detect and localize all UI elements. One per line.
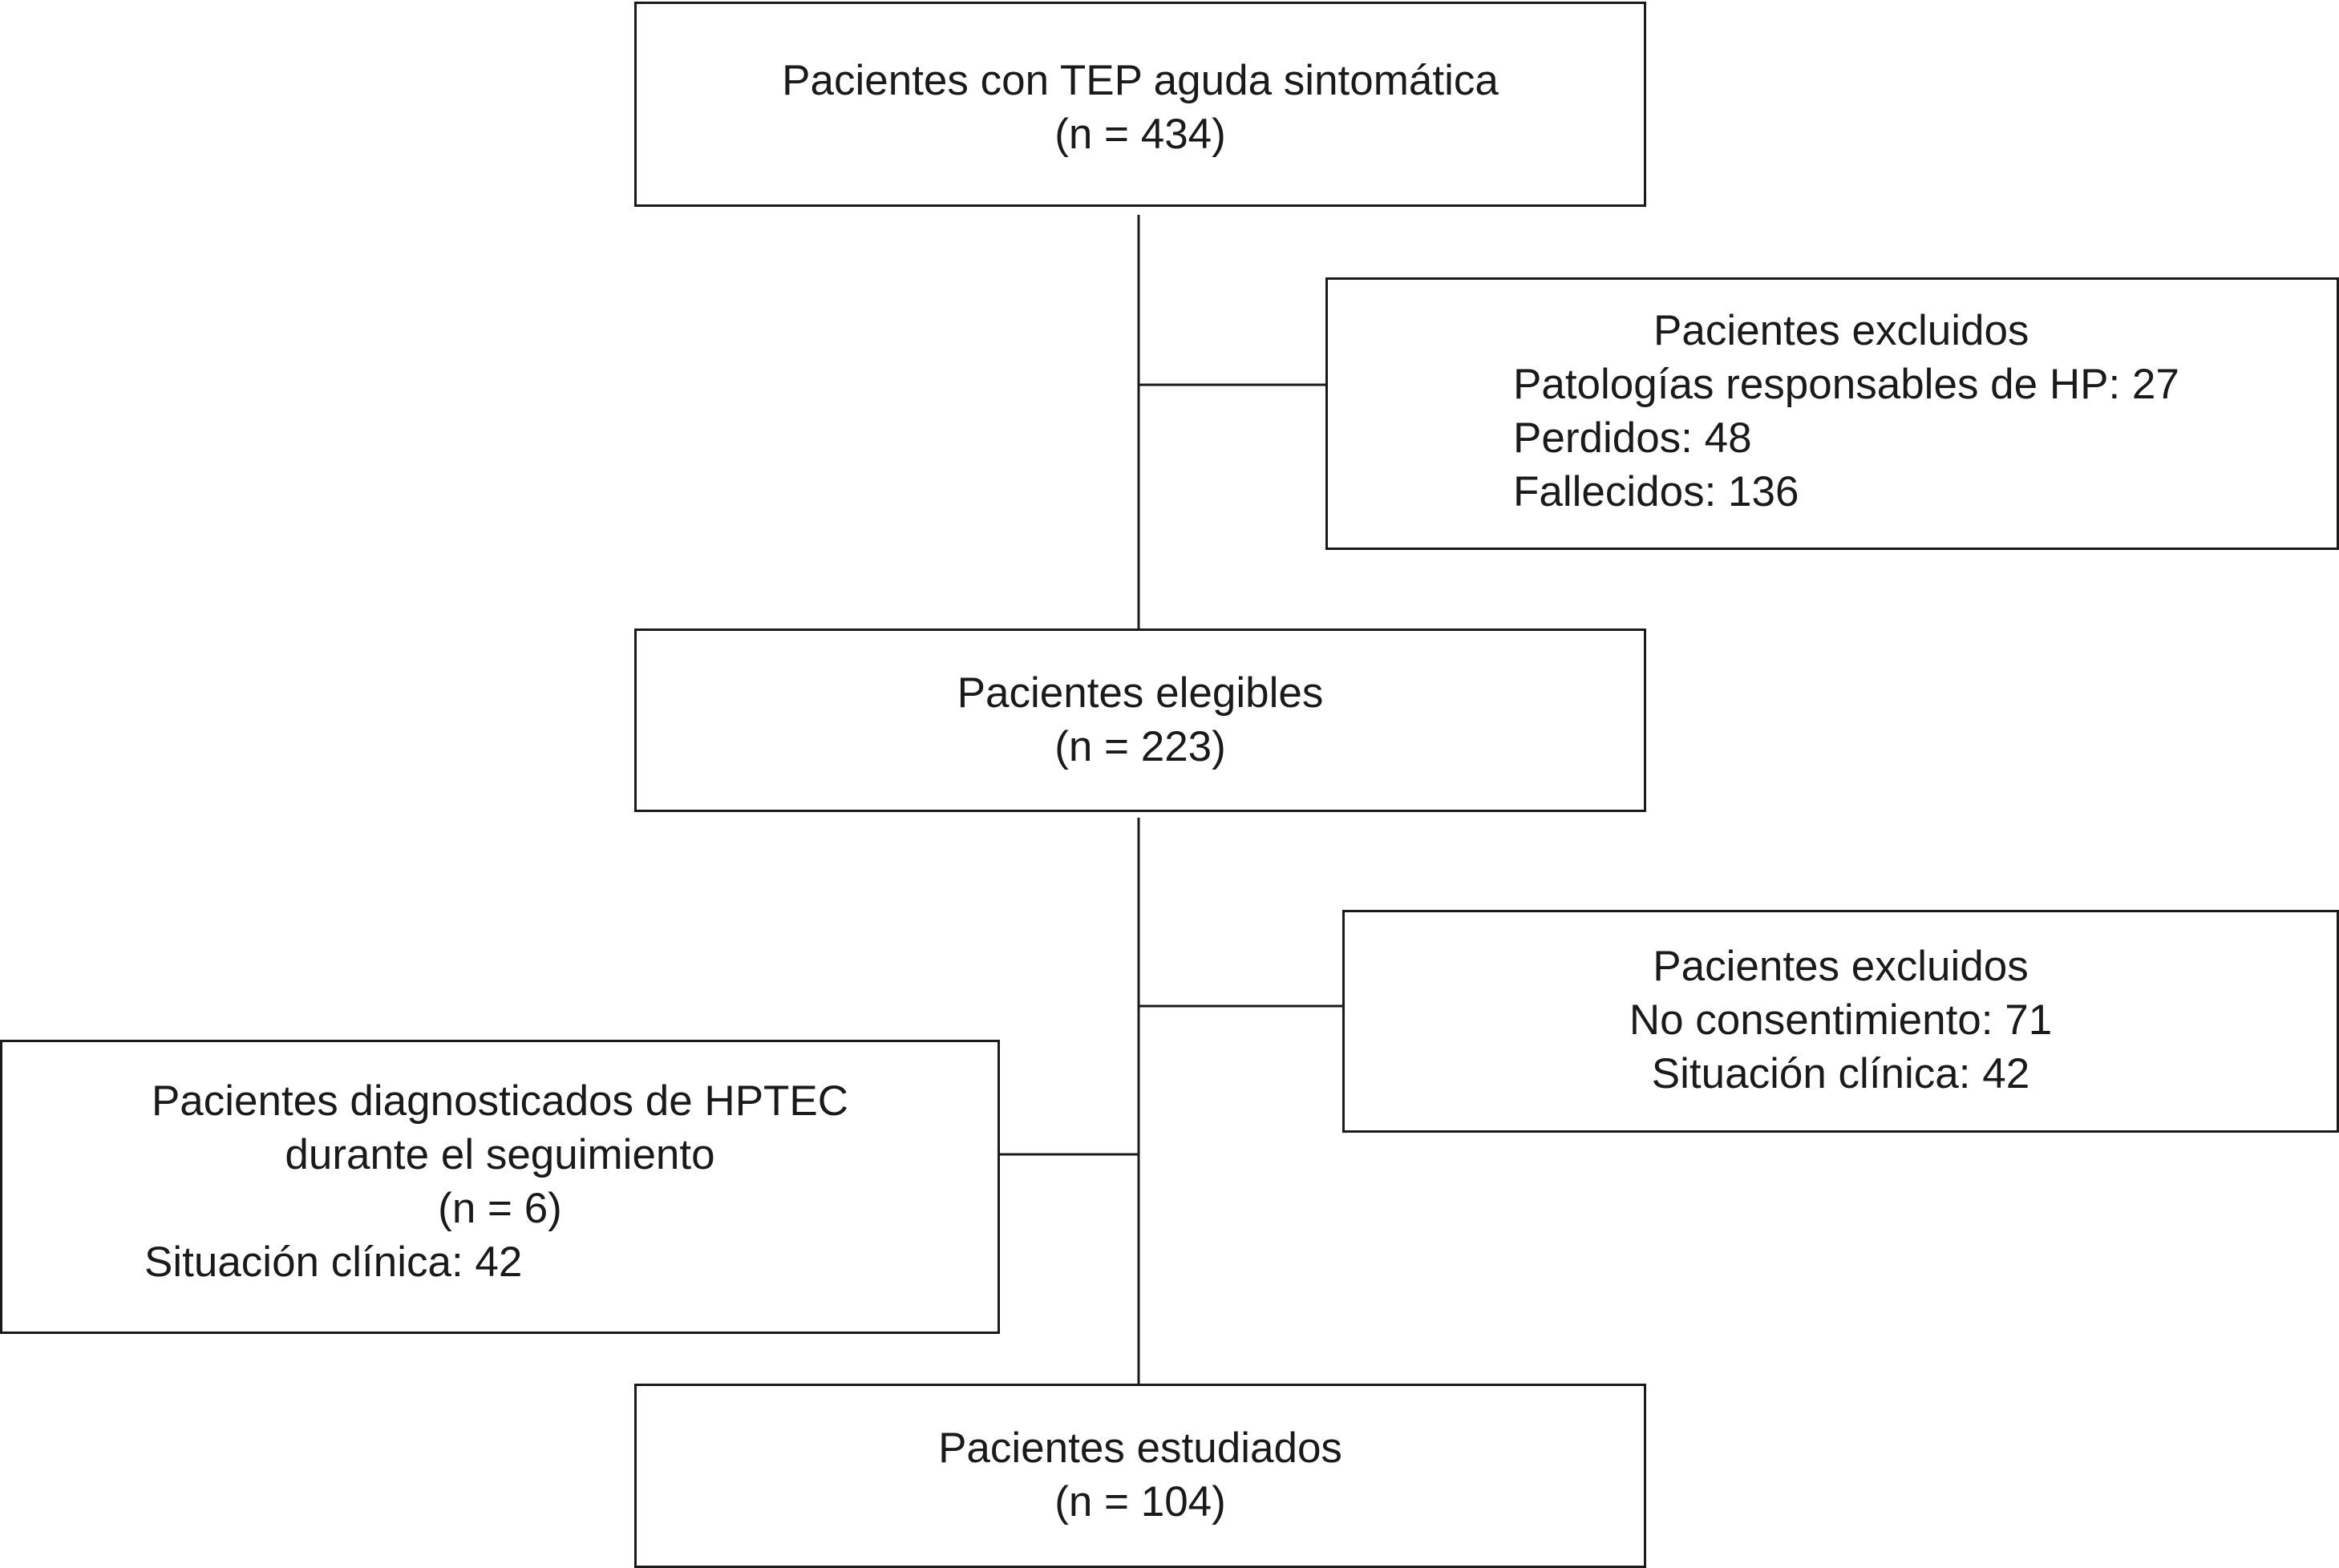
excluded-1-item: Patologías responsables de HP: 27	[1513, 361, 2179, 408]
excluded-patients-box-2: Pacientes excluidos No consentimiento: 7…	[1342, 910, 2339, 1133]
initial-patients-box: Pacientes con TEP aguda sintomática (n =…	[634, 2, 1646, 207]
excluded-1-item: Perdidos: 48	[1513, 414, 1752, 462]
studied-patients-title: Pacientes estudiados	[938, 1425, 1342, 1472]
initial-patients-count: (n = 434)	[1054, 111, 1226, 158]
eligible-patients-box: Pacientes elegibles (n = 223)	[634, 628, 1646, 812]
hptec-patients-box: Pacientes diagnosticados de HPTEC durant…	[0, 1040, 1000, 1334]
excluded-1-item: Fallecidos: 136	[1513, 468, 1799, 515]
hptec-count: (n = 6)	[438, 1185, 562, 1232]
eligible-patients-count: (n = 223)	[1054, 723, 1226, 770]
excluded-patients-box-1: Pacientes excluidos Patologías responsab…	[1325, 277, 2339, 550]
studied-patients-box: Pacientes estudiados (n = 104)	[634, 1384, 1646, 1568]
excluded-2-item: No consentimiento: 71	[1629, 996, 2053, 1044]
excluded-2-item: Situación clínica: 42	[1651, 1050, 2030, 1097]
eligible-patients-title: Pacientes elegibles	[957, 669, 1324, 717]
initial-patients-title: Pacientes con TEP aguda sintomática	[782, 57, 1499, 104]
hptec-title-line-2: durante el seguimiento	[285, 1131, 715, 1178]
excluded-1-title: Pacientes excluidos	[1653, 307, 2029, 354]
studied-patients-count: (n = 104)	[1054, 1478, 1226, 1526]
hptec-title-line-1: Pacientes diagnosticados de HPTEC	[151, 1077, 849, 1125]
hptec-detail: Situación clínica: 42	[144, 1239, 523, 1286]
excluded-2-title: Pacientes excluidos	[1653, 943, 2029, 990]
